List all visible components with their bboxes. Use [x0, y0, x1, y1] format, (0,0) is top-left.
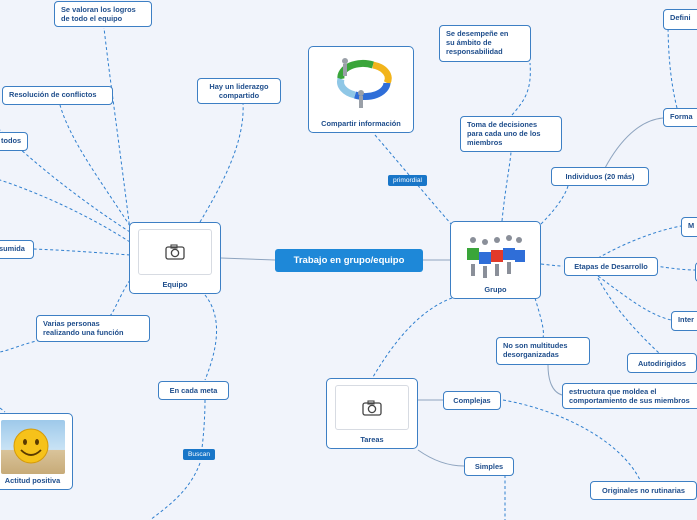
node-desempeno[interactable]: Se desempeñe en su ámbito de responsabil…: [439, 25, 531, 62]
node-inter[interactable]: Inter: [671, 311, 697, 331]
node-autodirigidos[interactable]: Autodirigidos: [627, 353, 697, 373]
node-multitudes[interactable]: No son multitudes desorganizadas: [496, 337, 590, 365]
actitud-label: Actitud positiva: [4, 476, 61, 485]
tareas-image-placeholder: [335, 385, 409, 430]
node-etapas[interactable]: Etapas de Desarrollo: [564, 257, 658, 276]
node-complejas[interactable]: Complejas: [443, 391, 501, 410]
compartir-label: Compartir información: [321, 119, 401, 128]
tareas-card[interactable]: Tareas: [326, 378, 418, 449]
node-decisiones[interactable]: Toma de decisiones para cada uno de los …: [460, 116, 562, 152]
teamwork-puzzle-image: [461, 230, 531, 282]
node-individuos[interactable]: Individuos (20 más): [551, 167, 649, 186]
central-topic[interactable]: Trabajo en grupo/equipo: [275, 249, 423, 272]
node-logros[interactable]: Se valoran los logros de todo el equipo: [54, 1, 152, 27]
shared-cycle-image: [327, 53, 397, 111]
node-originales[interactable]: Originales no rutinarias: [590, 481, 697, 500]
tareas-label: Tareas: [360, 435, 384, 444]
node-m[interactable]: M: [681, 217, 697, 237]
tag-buscan[interactable]: Buscan: [183, 449, 215, 460]
node-asumida[interactable]: sumida: [0, 240, 34, 259]
node-liderazgo[interactable]: Hay un liderazgo compartido: [197, 78, 281, 104]
node-conflictos[interactable]: Resolución de conflictos: [2, 86, 113, 105]
grupo-label: Grupo: [484, 285, 507, 294]
node-defini[interactable]: Defini: [663, 9, 697, 30]
tag-primordial[interactable]: primordial: [388, 175, 427, 186]
equipo-image-placeholder: [138, 229, 212, 275]
central-topic-label: Trabajo en grupo/equipo: [293, 255, 405, 266]
camera-icon: [165, 244, 185, 260]
node-varias[interactable]: Varias personas realizando una función: [36, 315, 150, 342]
equipo-label: Equipo: [162, 280, 188, 289]
node-meta[interactable]: En cada meta: [158, 381, 229, 400]
node-estructura[interactable]: estructura que moldea el comportamiento …: [562, 383, 697, 409]
actitud-card[interactable]: Actitud positiva: [0, 413, 73, 490]
camera-icon: [362, 399, 382, 416]
smiley-image: [1, 420, 65, 474]
node-simples[interactable]: Simples: [464, 457, 514, 476]
compartir-card[interactable]: Compartir información: [308, 46, 414, 133]
node-forma[interactable]: Forma: [663, 108, 697, 127]
equipo-card[interactable]: Equipo: [129, 222, 221, 294]
node-todos[interactable]: todos: [0, 132, 28, 151]
grupo-card[interactable]: Grupo: [450, 221, 541, 299]
